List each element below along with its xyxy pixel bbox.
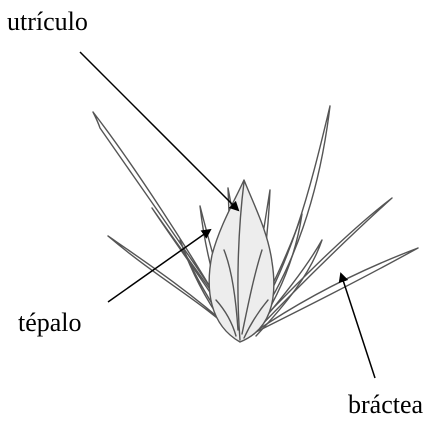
label-utriculo: utrículo (7, 7, 88, 36)
tepalo-pointer (108, 230, 210, 302)
label-tepalo: tépalo (18, 308, 82, 337)
bractea-pointer (341, 274, 375, 378)
label-bractea: bráctea (348, 390, 424, 419)
spikelet-drawing (93, 106, 418, 342)
utriculo-pointer (80, 52, 238, 210)
